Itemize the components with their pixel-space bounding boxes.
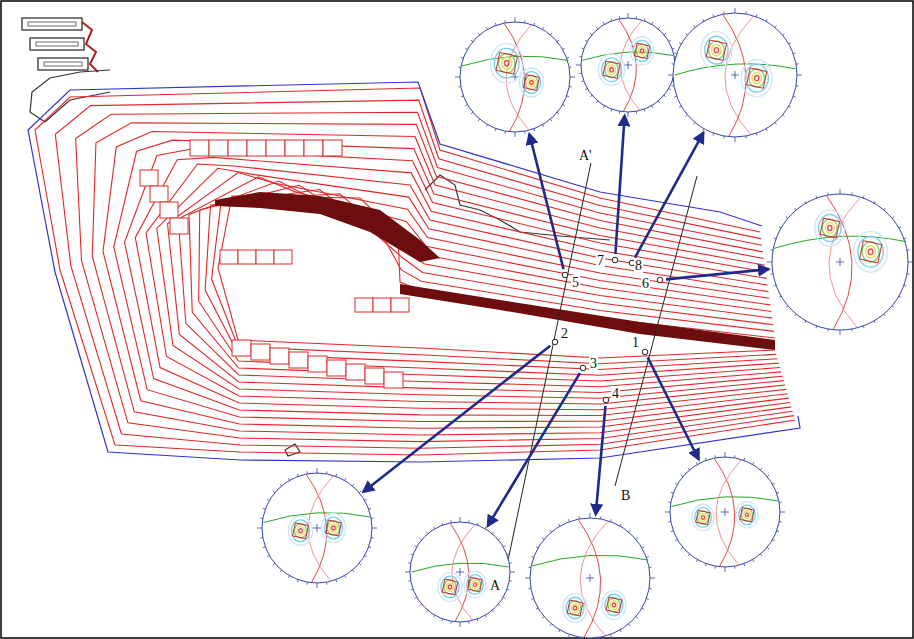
pit-limit xyxy=(28,82,800,462)
station-point xyxy=(580,365,586,371)
pointer-arrow xyxy=(488,373,580,526)
callout-label: 4 xyxy=(611,386,620,401)
pointer-arrow xyxy=(635,133,703,258)
callout-label: 8 xyxy=(634,258,643,273)
stereonet xyxy=(668,8,802,142)
callout-label: B xyxy=(620,488,631,503)
haul-ramp xyxy=(215,192,775,350)
pointer-arrow xyxy=(648,357,699,459)
station-point xyxy=(603,397,609,403)
station-point xyxy=(552,339,558,345)
pointer-arrow xyxy=(666,269,768,279)
stereonet xyxy=(767,189,913,335)
stereonet xyxy=(455,17,575,137)
callout-label: 6 xyxy=(641,276,650,291)
station-point xyxy=(642,349,648,355)
stereonet xyxy=(576,13,680,117)
bench-lines xyxy=(35,88,795,455)
stereonet xyxy=(257,468,377,588)
callout-label: A xyxy=(489,578,501,593)
callout-label: 2 xyxy=(560,326,569,341)
pointer-arrow xyxy=(615,116,624,254)
callout-label: 3 xyxy=(589,356,598,371)
station-point xyxy=(657,277,663,283)
pointer-arrow xyxy=(596,406,606,514)
pointer-arrow xyxy=(529,134,563,269)
callout-label: 5 xyxy=(571,275,580,290)
station-point xyxy=(612,257,618,263)
stereonet xyxy=(405,517,515,627)
stereonet xyxy=(525,513,655,639)
stereonet xyxy=(665,452,785,572)
title-block xyxy=(22,18,98,72)
callout-label: A' xyxy=(578,148,593,163)
callout-label: 7 xyxy=(596,253,605,268)
ramp-segments xyxy=(140,140,409,388)
section-line xyxy=(505,158,697,575)
callout-label: 1 xyxy=(631,335,640,350)
station-point xyxy=(562,272,568,278)
